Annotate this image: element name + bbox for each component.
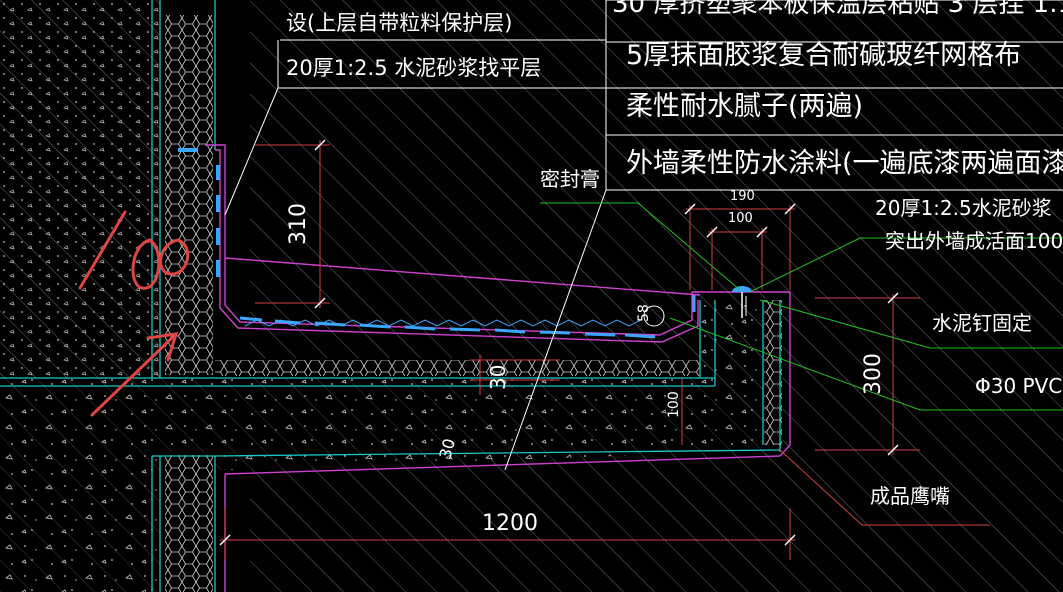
- wall-outlines: [0, 0, 781, 592]
- label-layer2: 20厚1:2.5 水泥砂浆找平层: [286, 56, 541, 80]
- dim-58: 58: [636, 304, 652, 322]
- insulation-upper: [165, 15, 213, 375]
- insulation-lower: [165, 455, 213, 592]
- dim-300: 300: [861, 353, 886, 395]
- dimension-lines: [220, 140, 920, 560]
- label-coating: 外墙柔性防水涂料(一遍底漆两遍面漆): [626, 148, 1063, 179]
- label-nail: 水泥钉固定: [932, 311, 1032, 335]
- dim-310: 310: [286, 203, 311, 245]
- insulation-floor: [215, 360, 700, 376]
- dim-1200: 1200: [482, 511, 538, 536]
- insulation-upstand: [764, 300, 782, 445]
- dim-100-top: 100: [728, 211, 753, 226]
- pvc-pipe: [643, 305, 665, 327]
- label-protrude: 突出外墙成活面100: [885, 229, 1063, 253]
- dimension-ticks: [219, 139, 899, 546]
- label-mesh: 5厚抹面胶浆复合耐碱玻纤网格布: [626, 40, 1021, 71]
- label-layer1: 设(上层自带粒料保护层): [286, 11, 512, 35]
- label-pvc: Φ30 PVC: [975, 374, 1062, 398]
- label-drip: 成品鹰嘴: [870, 484, 950, 508]
- leader-lines: [224, 0, 1063, 471]
- label-sealant: 密封膏: [540, 167, 600, 191]
- waterproof-layer-vertical: [178, 148, 220, 277]
- right-hatch: [250, 0, 1063, 592]
- dim-30a: 30: [486, 365, 510, 390]
- dim-30b: 30: [436, 436, 460, 461]
- green-leaders: [540, 202, 1063, 411]
- label-mortar-right: 20厚1:2.5水泥砂浆: [875, 196, 1052, 220]
- left-wall-aggregate: [0, 0, 160, 380]
- dim-100-mid: 100: [666, 391, 682, 418]
- label-putty: 柔性耐水腻子(两遍): [626, 91, 863, 122]
- membrane-lines: [205, 144, 791, 592]
- drip-leader: [779, 449, 990, 526]
- label-top-partial: 30 厚挤塑聚苯板保温层粘贴 3 层挂 1.1 网: [612, 0, 1063, 19]
- handwriting-markup: [78, 210, 190, 417]
- dim-190: 190: [730, 189, 755, 204]
